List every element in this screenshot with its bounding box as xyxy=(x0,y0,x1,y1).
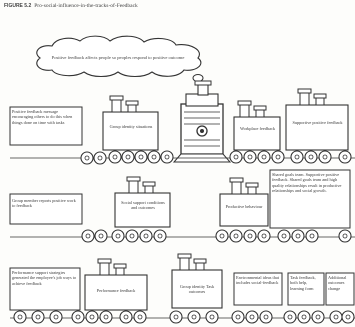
row3-text-box-left xyxy=(9,267,81,311)
row3-car-b-text: Group identity Task outcomes xyxy=(179,284,215,295)
row1-car-c xyxy=(285,104,349,151)
row1-car-c-text: Supportive positive feedback xyxy=(292,120,343,125)
row3-car-a xyxy=(84,274,148,311)
row3-text-box-c xyxy=(233,272,283,306)
row1-car-a xyxy=(102,111,159,151)
row2-tracks xyxy=(9,169,355,243)
row3-text-box-e xyxy=(325,272,355,306)
row1-car-b xyxy=(233,116,281,151)
row2-car-b-text: Productive behaviour xyxy=(225,204,263,209)
row2-text-box-right xyxy=(269,169,351,229)
row2-wheels xyxy=(81,229,352,243)
row3-box-e-text: Additional outcomes change xyxy=(328,275,347,291)
row1-tracks xyxy=(9,80,355,165)
row2-car-a-text: Social support conditions and outcomes xyxy=(121,200,165,211)
row2-box-right-text: Shared goals team. Supportive positive f… xyxy=(272,172,342,194)
figure-label: FIGURE 5.2 xyxy=(4,3,32,9)
row3-car-a-text: Performance feedback xyxy=(96,288,136,293)
cloud-text: Positive feedback affects people so peop… xyxy=(51,55,185,60)
row2-text-box-left xyxy=(9,193,83,225)
figure-caption-text: Pro-social-influence-in-the-tracks-of-Fe… xyxy=(34,3,138,9)
row3-tracks xyxy=(9,253,355,324)
row1-box-left-text: Positive feedback message encouraging ot… xyxy=(12,109,73,125)
row3-text-box-d xyxy=(287,272,325,306)
row3-wheels xyxy=(13,310,355,324)
locomotive-center xyxy=(172,80,232,163)
row2-car-a xyxy=(114,192,171,228)
row3-box-left-text: Performance support strategies generated… xyxy=(12,270,77,286)
row1-car-b-text: Workplace feedback xyxy=(239,126,276,131)
row1-car-a-text: Group identity situations xyxy=(109,124,153,129)
speech-cloud xyxy=(36,35,202,78)
row2-box-left-text: Group member reports positive work to fe… xyxy=(12,198,76,209)
row2-car-b xyxy=(219,193,269,227)
row3-box-c-text: Environmental ideas that includes social… xyxy=(236,275,279,286)
row1-text-box-left xyxy=(9,106,83,146)
row3-car-b xyxy=(171,269,223,309)
row3-box-d-text: Task feedback, both help, learning form xyxy=(290,275,316,291)
